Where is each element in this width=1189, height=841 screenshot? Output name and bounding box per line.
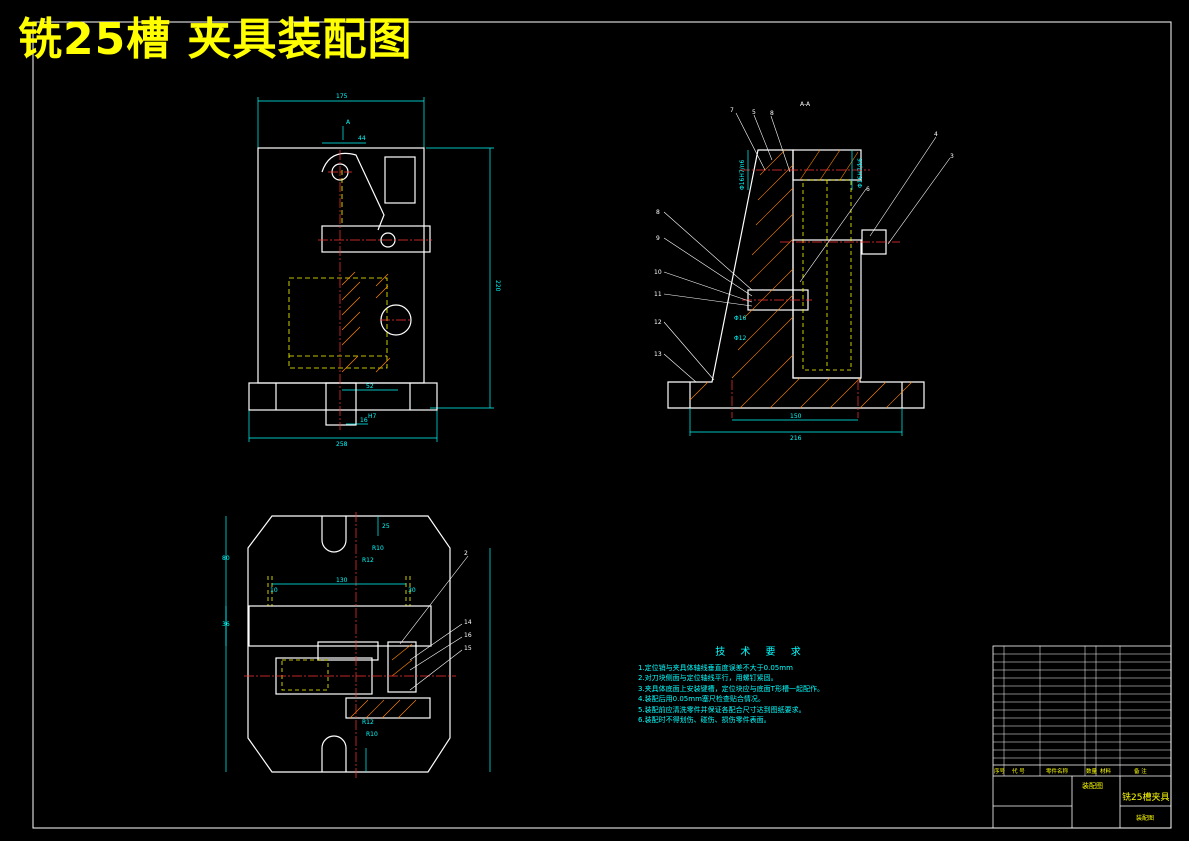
callout-8b: 8 (656, 209, 660, 216)
drawing-title: 铣25槽 夹具装配图 (18, 14, 413, 65)
fit-a: Φ16 (734, 315, 747, 322)
front-view: 175 A 44 220 52 16 H7 258 (248, 93, 501, 448)
sheet-border (32, 21, 1172, 829)
header-no: 序号 (994, 767, 1006, 775)
callout-8a: 8 (770, 110, 774, 117)
dim-r10-bottom: R10 (366, 731, 378, 738)
header-name: 零件名称 (1046, 767, 1069, 775)
plan-view: R10 25 R12 130 10 30 36 80 R12 R10 2 14 … (222, 512, 491, 778)
dim-base-width: 258 (336, 441, 348, 448)
callout-5: 5 (752, 109, 756, 116)
section-label: A-A (800, 101, 811, 108)
dim-36: 36 (222, 621, 230, 628)
callout-3: 3 (950, 153, 954, 160)
dim-80: 80 (222, 555, 230, 562)
tech-line-1: 1.定位销与夹具体轴线垂直度误差不大于0.05mm (638, 663, 793, 672)
dim-44: 44 (358, 135, 366, 142)
dim-height: 220 (494, 280, 501, 292)
dim-216: 216 (790, 435, 802, 442)
callout-2: 2 (464, 550, 468, 557)
callout-9: 9 (656, 235, 660, 242)
callout-14: 14 (464, 619, 472, 626)
header-material: 材料 (1100, 767, 1112, 775)
header-code: 代 号 (1012, 767, 1025, 775)
callout-7: 7 (730, 107, 734, 114)
header-remark: 备 注 (1134, 767, 1147, 775)
dim-r10-top: R10 (372, 545, 384, 552)
section-view: A-A (654, 101, 954, 442)
dim-25: 25 (382, 523, 390, 530)
header-qty: 数量 (1086, 767, 1098, 775)
dim-150: 150 (790, 413, 802, 420)
title-block: 序号 代 号 零件名称 数量 材料 备 注 装配图 铣25槽夹具 装配图 (992, 645, 1172, 829)
callout-12: 12 (654, 319, 662, 326)
callout-13: 13 (654, 351, 662, 358)
dim-r12-bottom: R12 (362, 719, 374, 726)
dim-h7: H7 (368, 413, 377, 420)
dim-52: 52 (366, 383, 374, 390)
callout-4: 4 (934, 131, 938, 138)
tech-line-2: 2.对刀块侧面与定位轴线平行，用螺钉紧固。 (638, 674, 778, 682)
fit-right: Φ16H7/k6 (857, 158, 864, 188)
callout-15: 15 (464, 645, 472, 652)
dim-10: 10 (270, 587, 278, 594)
fit-left: Φ16H7/n6 (739, 159, 746, 190)
dim-offset-a: A (346, 119, 351, 126)
callout-16: 16 (464, 632, 472, 639)
tech-title: 技 术 要 求 (715, 647, 807, 658)
dim-16: 16 (360, 417, 368, 424)
drawing-label: 装配图 (1082, 781, 1103, 790)
dim-30: 30 (408, 587, 416, 594)
fixture-name: 铣25槽夹具 (1122, 791, 1169, 803)
tech-line-3: 3.夹具体底面上安装键槽，定位块应与底面T形槽一起配作。 (638, 684, 824, 693)
tech-line-5: 5.装配前应清洗零件并保证各配合尺寸达到图纸要求。 (638, 705, 806, 714)
tech-line-6: 6.装配时不得划伤、碰伤、损伤零件表面。 (638, 716, 771, 724)
sub-name: 装配图 (1136, 814, 1154, 822)
dim-r12-top: R12 (362, 557, 374, 564)
dim-130: 130 (336, 577, 348, 584)
callout-10: 10 (654, 269, 662, 276)
technical-requirements: 技 术 要 求 1.定位销与夹具体轴线垂直度误差不大于0.05mm 2.对刀块侧… (638, 647, 824, 726)
dim-width-top: 175 (336, 93, 348, 100)
callout-11: 11 (654, 291, 662, 298)
fit-b: Φ12 (734, 335, 747, 342)
tech-line-4: 4.装配后用0.05mm塞尺检查贴合情况。 (638, 695, 765, 703)
callout-6: 6 (866, 186, 870, 193)
